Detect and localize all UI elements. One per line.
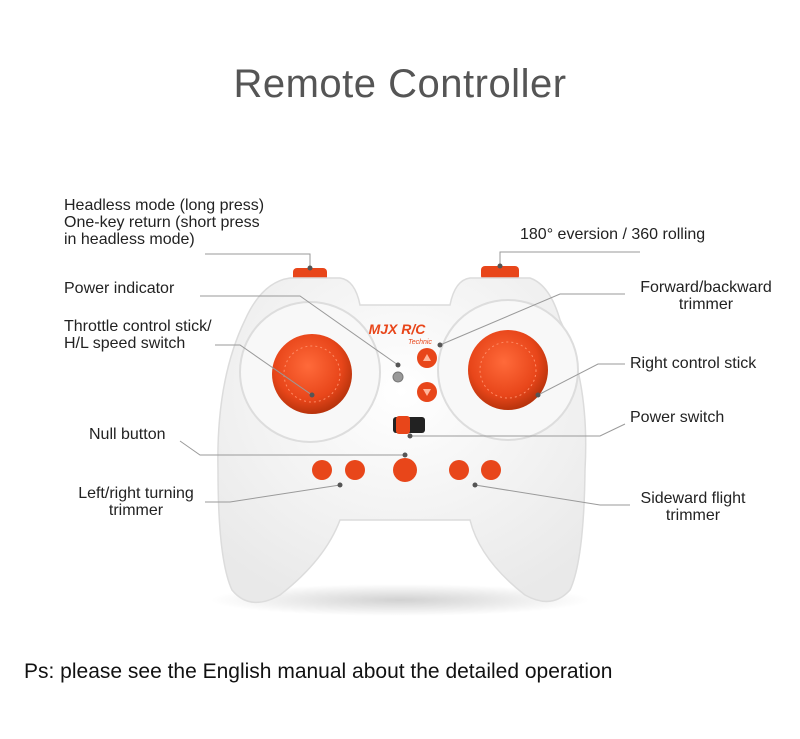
leader-sideward [474, 484, 630, 506]
down-arrow-icon [423, 389, 431, 396]
leader-eversion [499, 251, 640, 266]
throttle-stick-grip [283, 345, 341, 403]
null-button[interactable] [393, 458, 417, 482]
label-null-button: Null button [89, 426, 166, 443]
label-sideward-trimmer: Sideward flight trimmer [640, 490, 746, 524]
label-headless-mode: Headless mode (long press) One-key retur… [64, 197, 265, 248]
brand-logo: MJX R/C [369, 321, 427, 337]
label-forward-backward-trimmer: Forward/backward trimmer [640, 279, 772, 313]
leader-lines [179, 251, 640, 506]
brand-logo-sub: Technic [408, 339, 432, 346]
power-indicator-led [392, 371, 404, 383]
leader-headless [205, 253, 311, 268]
label-throttle-stick: Throttle control stick/ H/L speed switch [64, 318, 212, 352]
leader-right-stick [537, 363, 625, 396]
label-right-control-stick: Right control stick [630, 355, 757, 372]
right-stick-grip [479, 341, 537, 399]
label-eversion-rolling: 180° eversion / 360 rolling [520, 226, 706, 243]
label-left-right-trimmer: Left/right turning trimmer [78, 485, 194, 519]
leader-throttle [215, 344, 313, 396]
page-title: Remote Controller [233, 62, 567, 106]
footnote: Ps: please see the English manual about … [24, 660, 613, 683]
label-power-indicator: Power indicator [64, 280, 175, 297]
eversion-rolling-button[interactable] [481, 266, 519, 280]
leader-power-indicator [200, 295, 399, 366]
leader-forward [439, 293, 625, 346]
sideward-right-trim-button[interactable] [481, 460, 501, 480]
sideward-left-trim-button[interactable] [449, 460, 469, 480]
label-power-switch: Power switch [630, 409, 725, 426]
right-turn-trim-button[interactable] [345, 460, 365, 480]
leader-left-right [205, 484, 341, 503]
leader-null [179, 440, 405, 456]
controller-shadow [210, 584, 590, 616]
up-arrow-icon [423, 354, 431, 361]
left-turn-trim-button[interactable] [312, 460, 332, 480]
power-switch[interactable] [396, 416, 410, 434]
leader-dots [307, 263, 541, 488]
leader-power-switch [410, 423, 626, 437]
